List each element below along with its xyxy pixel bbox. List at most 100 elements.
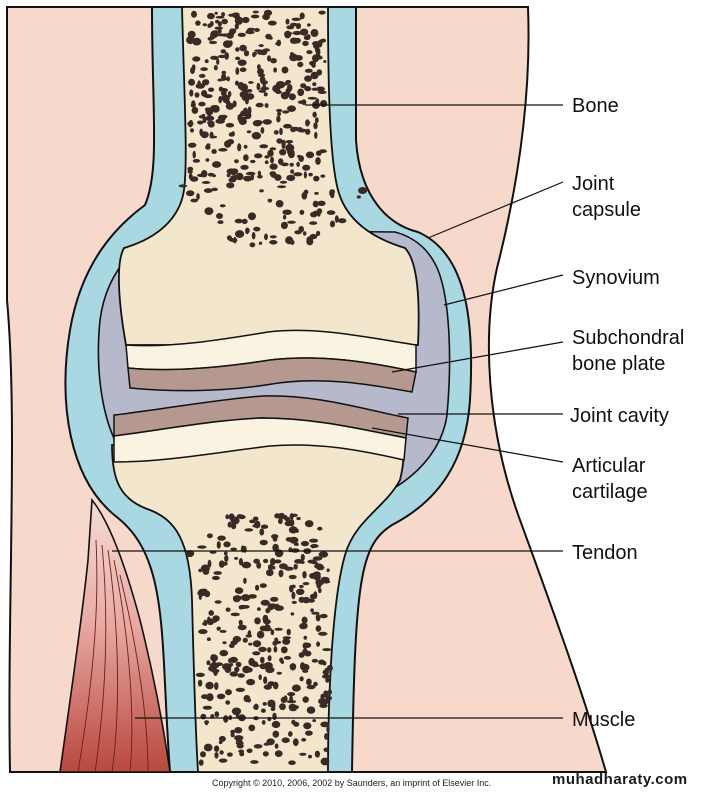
trabecula-dot <box>226 173 231 178</box>
trabecula-dot <box>285 140 294 144</box>
trabecula-dot <box>224 52 230 60</box>
trabecula-dot <box>297 88 305 97</box>
trabecula-dot <box>256 562 262 569</box>
trabecula-dot <box>237 143 242 152</box>
trabecula-dot <box>245 634 253 638</box>
trabecula-dot <box>223 715 229 723</box>
trabecula-dot <box>306 706 316 714</box>
trabecula-dot <box>197 545 207 549</box>
trabecula-dot <box>252 640 262 648</box>
trabecula-dot <box>275 42 280 46</box>
trabecula-dot <box>245 111 252 120</box>
trabecula-dot <box>289 663 297 671</box>
trabecula-dot <box>286 628 291 636</box>
trabecula-dot <box>225 102 235 110</box>
trabecula-dot <box>239 83 248 92</box>
trabecula-dot <box>273 67 277 73</box>
trabecula-dot <box>299 676 304 682</box>
trabecula-dot <box>196 193 200 200</box>
trabecula-dot <box>285 79 292 84</box>
trabecula-dot <box>290 22 298 27</box>
trabecula-dot <box>265 608 271 614</box>
trabecula-dot <box>248 724 256 732</box>
trabecula-dot <box>191 106 199 114</box>
trabecula-dot <box>290 52 294 55</box>
trabecula-dot <box>246 130 252 134</box>
trabecula-dot <box>207 114 211 119</box>
trabecula-dot <box>305 730 313 736</box>
trabecula-dot <box>211 105 220 113</box>
trabecula-dot <box>309 233 318 240</box>
trabecula-dot <box>288 731 293 737</box>
trabecula-dot <box>197 120 204 125</box>
trabecula-dot <box>320 174 326 178</box>
trabecula-dot <box>237 624 247 631</box>
trabecula-dot <box>305 151 315 159</box>
trabecula-dot <box>229 656 238 664</box>
trabecula-dot <box>307 559 317 564</box>
trabecula-dot <box>263 676 268 684</box>
trabecula-dot <box>234 666 240 673</box>
trabecula-dot <box>226 32 234 39</box>
trabecula-dot <box>187 121 194 127</box>
trabecula-dot <box>205 158 210 162</box>
trabecula-dot <box>310 71 319 80</box>
trabecula-dot <box>198 73 206 78</box>
trabecula-dot <box>251 132 262 140</box>
trabecula-dot <box>306 678 312 686</box>
trabecula-dot <box>312 571 321 578</box>
trabecula-dot <box>225 122 235 128</box>
trabecula-dot <box>260 524 269 529</box>
trabecula-dot <box>311 611 320 615</box>
trabecula-dot <box>222 40 233 48</box>
watermark: muhadharaty.com <box>552 771 688 788</box>
trabecula-dot <box>235 687 245 693</box>
trabecula-dot <box>240 164 249 170</box>
lower-bone <box>111 439 405 773</box>
trabecula-dot <box>201 694 209 700</box>
trabecula-dot <box>234 727 243 734</box>
trabecula-dot <box>302 40 309 47</box>
trabecula-dot <box>248 594 257 599</box>
trabecula-dot <box>294 230 302 235</box>
trabecula-dot <box>272 543 279 552</box>
trabecula-dot <box>210 32 215 38</box>
trabecula-dot <box>206 637 211 641</box>
trabecula-dot <box>303 86 310 90</box>
trabecula-dot <box>227 139 235 145</box>
trabecula-dot <box>267 655 272 662</box>
trabecula-dot <box>201 90 208 97</box>
trabecula-dot <box>228 132 235 137</box>
trabecula-dot <box>230 238 238 243</box>
trabecula-dot <box>213 745 220 752</box>
trabecula-dot <box>326 664 333 672</box>
muscle-fibers <box>77 539 149 773</box>
trabecula-dot <box>216 626 221 631</box>
trabecula-dot <box>229 662 234 667</box>
trabecula-dot <box>237 673 245 678</box>
trabecula-dot <box>289 519 295 527</box>
trabecula-dot <box>246 29 253 34</box>
trabecula-dot <box>257 174 263 179</box>
trabecula-dot <box>228 513 235 521</box>
trabecula-dot <box>207 120 215 125</box>
trabecula-dot <box>325 695 333 701</box>
label-bone: Bone <box>572 95 619 117</box>
trabecula-dot <box>227 521 232 528</box>
trabecula-dot <box>329 220 336 228</box>
trabecula-dot <box>186 190 195 197</box>
trabecula-dot <box>209 20 214 27</box>
trabecula-dot <box>295 588 305 595</box>
trabecula-dot <box>318 659 326 665</box>
trabecula-dot <box>312 200 319 208</box>
trabecula-dot <box>248 81 254 84</box>
trabecula-dot <box>263 742 270 746</box>
trabecula-dot <box>189 89 194 97</box>
trabecula-dot <box>327 689 332 695</box>
trabecula-dot <box>297 154 301 158</box>
trabecula-dot <box>299 12 305 20</box>
trabecula-dot <box>309 221 318 225</box>
trabecula-dot <box>272 536 278 542</box>
trabecula-dot <box>263 9 273 16</box>
